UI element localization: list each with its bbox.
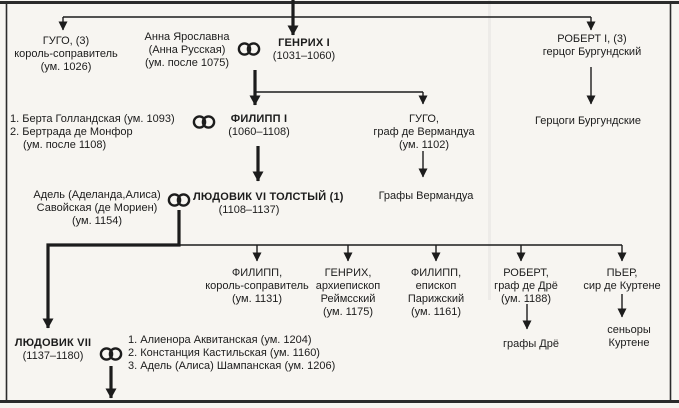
person-dates: (ум. 1175) (322, 306, 374, 318)
person-name: ПЬЕР, (606, 267, 638, 279)
person-dates: (1137–1180) (22, 350, 84, 362)
person-name: ГЕНРИХ I (278, 37, 330, 49)
lineage-label: Герцоги Бургундские (534, 115, 642, 127)
node-philip1-wives: 1. Берта Голландская (ум. 1093) 2. Бертр… (10, 113, 175, 152)
person-name: ЛЮДОВИК VI ТОЛСТЫЙ (1) (193, 191, 344, 203)
node-louis7-wives: 1. Алиенора Аквитанская (ум. 1204) 2. Ко… (128, 334, 335, 373)
person-name: Адель (Аделанда,Алиса) (33, 189, 161, 201)
person-dates: (ум. 1161) (410, 306, 462, 318)
person-title: король-соправитель (205, 280, 309, 292)
node-hugo-vermandois: ГУГО, граф де Вермандуа (ум. 1102) (373, 113, 474, 152)
person-dates: (ум. 1102) (398, 139, 450, 151)
node-henry-reims: ГЕНРИХ, архиепископ Реймсский (ум. 1175) (316, 267, 381, 319)
person-title: сир де Куртене (583, 280, 661, 292)
person-dates: (1031–1060) (272, 50, 336, 62)
marriage-rings-icon (99, 347, 123, 361)
person-title: король-соправитель (14, 48, 118, 60)
person-dates: (ум. 1188) (500, 293, 552, 305)
person-dates: (ум. 1131) (231, 293, 283, 305)
person-dates: (ум. 1154) (71, 215, 123, 227)
node-dreux-counts: графы Дрё (503, 338, 559, 351)
scan-crease (488, 0, 491, 300)
marriage-rings-icon (167, 193, 191, 207)
node-henry1: ГЕНРИХ I (1031–1060) (273, 37, 335, 63)
node-adele: Адель (Аделанда,Алиса) Савойская (де Мор… (33, 189, 160, 228)
wife-item-dates: (ум. после 1108) (23, 139, 107, 151)
wife-item: 1. Берта Голландская (ум. 1093) (10, 113, 175, 125)
marriage-rings-icon (237, 42, 261, 56)
person-name: РОБЕРТ, (503, 267, 549, 279)
person-name: ФИЛИПП I (230, 113, 288, 125)
person-name: ФИЛИПП, (231, 267, 283, 279)
person-title: Парижский (407, 293, 465, 305)
person-name: ФИЛИПП, (410, 267, 462, 279)
person-name: РОБЕРТ I, (3) (557, 33, 627, 45)
thin-connectors (58, 16, 627, 330)
person-title: герцог Бургундский (542, 46, 642, 58)
node-louis7: ЛЮДОВИК VII (1137–1180) (15, 337, 91, 363)
person-name: Анна Ярославна (144, 31, 230, 43)
node-philip1: ФИЛИПП I (1060–1108) (228, 113, 290, 139)
person-title: граф де Дрё (494, 280, 558, 292)
person-name: ГЕНРИХ, (324, 267, 372, 279)
lineage-label: графы Дрё (503, 338, 559, 350)
person-name: ГУГО, (409, 113, 439, 125)
node-philip-paris: ФИЛИПП, епископ Парижский (ум. 1161) (408, 267, 464, 319)
person-title: Реймсский (320, 293, 376, 305)
node-courtenay-lords: сеньоры Куртене (607, 324, 651, 350)
node-robert1: РОБЕРТ I, (3) герцог Бургундский (543, 33, 641, 59)
lineage-label: Графы Вермандуа (378, 190, 474, 202)
node-louis6-dates: (1108–1137) (219, 204, 280, 217)
thick-connectors (42, 0, 299, 399)
wife-item: 1. Алиенора Аквитанская (ум. 1204) (128, 334, 312, 346)
wife-item: 3. Адель (Алиса) Шампанская (ум. 1206) (128, 360, 336, 372)
node-vermandois-counts: Графы Вермандуа (379, 190, 474, 203)
node-robert-dreux: РОБЕРТ, граф де Дрё (ум. 1188) (494, 267, 558, 306)
person-title: Савойская (де Мориен) (36, 202, 158, 214)
person-name: ГУГО, (3) (42, 35, 90, 47)
lineage-label: сеньоры (607, 324, 651, 336)
person-dates: (1060–1108) (228, 126, 290, 138)
node-louis6: ЛЮДОВИК VI ТОЛСТЫЙ (1) (193, 191, 344, 204)
person-title: граф де Вермандуа (373, 126, 475, 138)
node-burgundy-dukes: Герцоги Бургундские (535, 115, 641, 128)
wife-item: 2. Констанция Кастильская (ум. 1160) (128, 347, 320, 359)
person-alias: (Анна Русская) (148, 44, 226, 56)
person-title: архиепископ (315, 280, 381, 292)
node-anna: Анна Ярославна (Анна Русская) (ум. после… (145, 31, 230, 70)
person-title: епископ (415, 280, 457, 292)
person-name: ЛЮДОВИК VII (14, 337, 92, 349)
person-dates: (ум. 1026) (40, 61, 92, 73)
wife-item: 2. Бертрада де Монфор (10, 126, 133, 138)
node-philip-coregent: ФИЛИПП, король-соправитель (ум. 1131) (205, 267, 309, 306)
marriage-rings-icon (192, 115, 216, 129)
node-hugo-coking: ГУГО, (3) король-соправитель (ум. 1026) (14, 35, 118, 74)
person-dates: (ум. после 1075) (144, 57, 230, 69)
lineage-label: Куртене (608, 337, 650, 349)
person-dates: (1108–1137) (218, 204, 280, 216)
node-pierre-courtenay: ПЬЕР, сир де Куртене (583, 267, 660, 293)
